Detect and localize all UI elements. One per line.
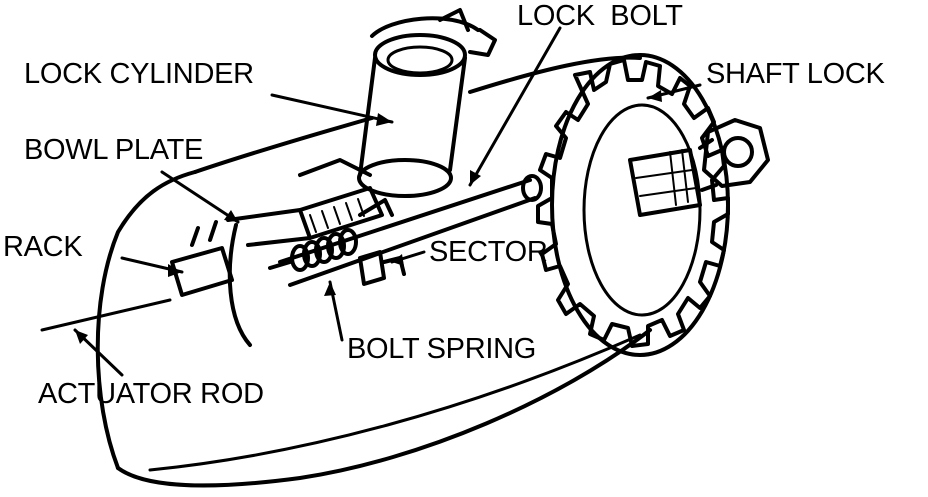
label-rack: RACK [3,231,83,263]
label-bowl-plate: BOWL PLATE [24,134,204,166]
label-shaft-lock: SHAFT LOCK [706,58,885,90]
label-bolt-spring: BOLT SPRING [347,333,537,365]
shaft-lock-gear [536,53,730,357]
lock-cylinder [357,8,497,198]
label-sector: SECTOR [429,236,548,268]
lock-bolt-rod [278,174,543,287]
bowl-plate [227,158,372,347]
rack-assembly [170,186,384,297]
bolt-spring [268,228,358,272]
steering-shaft [628,118,770,217]
sector-gear [358,250,406,286]
label-lock-cylinder: LOCK CYLINDER [24,58,254,90]
arrowheads [75,90,662,344]
label-lock-bolt: LOCK BOLT [517,0,683,32]
label-actuator-rod: ACTUATOR ROD [38,378,264,410]
column-housing [95,55,652,488]
actuator-rod [40,298,172,332]
